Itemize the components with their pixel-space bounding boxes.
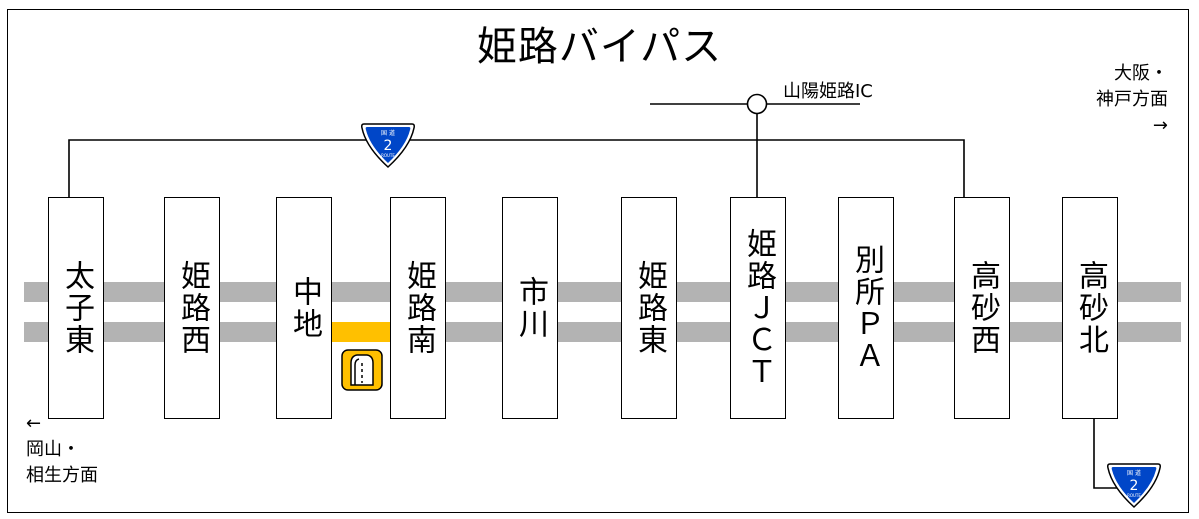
station-nakaji[interactable]: 中地 <box>276 197 332 419</box>
interchange-label: 山陽姫路IC <box>783 81 873 102</box>
route-2-branch-line <box>1093 419 1118 489</box>
service-area-strip <box>332 322 390 342</box>
direction-east: 大阪・ 神戸方面 → <box>1096 61 1168 139</box>
station-himeji-higashi[interactable]: 姫路東 <box>621 197 677 419</box>
station-ichikawa[interactable]: 市川 <box>502 197 558 419</box>
shield-bottom-text: ROUTE <box>1127 493 1141 498</box>
parking-icon <box>341 349 383 395</box>
station-name: 高砂西 <box>965 260 1000 356</box>
direction-west: ← 岡山・ 相生方面 <box>26 411 98 489</box>
route-shield-icon: 国 道 2 ROUTE <box>360 121 416 169</box>
shield-number: 2 <box>384 138 393 154</box>
station-takasago-nishi[interactable]: 高砂西 <box>954 197 1010 419</box>
station-name: 中地 <box>287 276 322 340</box>
station-bessho-pa[interactable]: 別所ＰＡ <box>838 197 894 419</box>
station-name: 高砂北 <box>1073 260 1108 356</box>
direction-east-line1: 大阪・ <box>1114 63 1168 84</box>
direction-west-line2: 相生方面 <box>26 465 98 486</box>
diagram-frame <box>7 9 1189 513</box>
station-himeji-minami[interactable]: 姫路南 <box>390 197 446 419</box>
station-name: 姫路南 <box>401 260 436 356</box>
direction-west-line1: 岡山・ <box>26 439 80 460</box>
station-name: 別所ＰＡ <box>849 244 884 372</box>
station-himeji-jct[interactable]: 姫路ＪＣＴ <box>730 197 786 419</box>
station-name: 姫路西 <box>175 260 210 356</box>
shield-top-text: 国 道 <box>1127 469 1141 477</box>
page-title: 姫路バイパス <box>476 24 723 70</box>
route-shield-icon: 国 道 2 ROUTE <box>1106 461 1162 509</box>
station-himeji-nishi[interactable]: 姫路西 <box>164 197 220 419</box>
direction-east-line2: 神戸方面 <box>1096 89 1168 110</box>
station-taishi-higashi[interactable]: 太子東 <box>48 197 104 419</box>
direction-west-arrow: ← <box>26 413 42 434</box>
shield-number: 2 <box>1130 478 1139 494</box>
station-name: 姫路東 <box>632 260 667 356</box>
station-name: 市川 <box>513 276 548 340</box>
route-2-line <box>68 139 965 197</box>
interchange-circle-icon <box>746 93 768 115</box>
station-name: 姫路ＪＣＴ <box>741 228 776 388</box>
direction-east-arrow: → <box>1152 115 1168 136</box>
shield-top-text: 国 道 <box>381 129 395 137</box>
station-name: 太子東 <box>59 260 94 356</box>
shield-bottom-text: ROUTE <box>381 153 395 158</box>
station-takasago-kita[interactable]: 高砂北 <box>1062 197 1118 419</box>
